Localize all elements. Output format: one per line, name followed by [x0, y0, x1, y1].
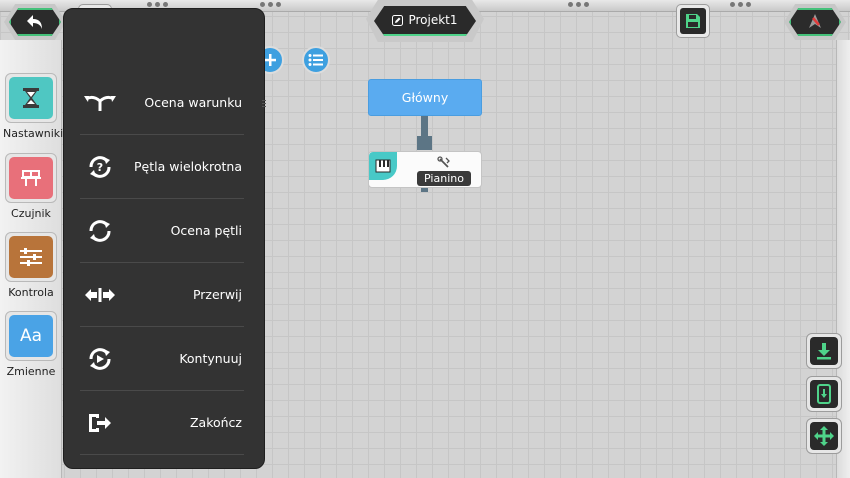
svg-text:?: ?	[97, 161, 103, 174]
right-panel	[836, 40, 850, 478]
main-block-label: Główny	[401, 90, 449, 105]
upload-to-robot-button[interactable]	[784, 4, 846, 40]
frame-dots	[147, 2, 168, 7]
text-aa-icon: Aa	[9, 315, 53, 357]
menu-item-przerwij[interactable]: Przerwij	[80, 263, 244, 327]
block-connector	[421, 116, 428, 138]
menu-item-label: Pętla wielokrotna	[134, 159, 242, 174]
sensor-icon	[9, 157, 53, 199]
settings-wrench-icon	[437, 156, 450, 168]
menu-item-zakoncz[interactable]: Zakończ	[80, 391, 244, 455]
category-kontrola[interactable]: Kontrola	[3, 232, 59, 299]
menu-item-label: Ocena pętli	[170, 223, 242, 238]
menu-item-petla-wielokrotna[interactable]: ? Pętla wielokrotna	[80, 135, 244, 199]
category-nastawniki[interactable]: Nastawniki	[3, 73, 64, 140]
back-button[interactable]	[4, 4, 66, 40]
menu-item-label: Kontynuuj	[179, 351, 242, 366]
frame-dots	[730, 2, 751, 7]
menu-item-kontynuuj[interactable]: Kontynuuj	[80, 327, 244, 391]
menu-item-label: Zakończ	[189, 415, 242, 430]
device-transfer-icon	[817, 384, 831, 404]
move-canvas-button[interactable]	[806, 418, 842, 454]
project-title: Projekt1	[408, 13, 458, 27]
loop-question-icon: ?	[89, 155, 111, 178]
category-label: Nastawniki	[3, 127, 64, 140]
save-icon	[686, 14, 700, 28]
category-label: Czujnik	[11, 207, 51, 220]
category-czujnik[interactable]: Czujnik	[3, 153, 59, 220]
move-arrows-icon	[814, 426, 834, 446]
menu-item-ocena-warunku[interactable]: Ocena warunku	[80, 71, 244, 135]
piano-block-label: Pianino	[417, 171, 471, 186]
category-label: Zmienne	[6, 365, 56, 378]
edit-icon	[392, 14, 404, 26]
hourglass-icon	[9, 77, 53, 119]
piano-block[interactable]: Pianino	[368, 151, 482, 188]
menu-item-label: Przerwij	[192, 287, 242, 302]
main-block[interactable]: Główny	[368, 79, 482, 116]
control-blocks-menu: Ocena warunku ? Pętla wielokrotna Ocena …	[63, 8, 265, 469]
text-aa-glyph: Aa	[19, 326, 43, 346]
project-title-badge[interactable]: Projekt1	[366, 0, 484, 42]
download-button[interactable]	[806, 333, 842, 369]
menu-item-ocena-petli[interactable]: Ocena pętli	[80, 199, 244, 263]
loop-icon	[89, 219, 111, 242]
break-icon	[85, 287, 115, 302]
block-connector-joint	[417, 136, 432, 150]
piano-icon	[369, 152, 397, 180]
category-label: Kontrola	[8, 286, 54, 299]
download-icon	[817, 343, 831, 360]
robot-upload-icon	[809, 14, 821, 28]
plus-icon	[264, 54, 276, 66]
branch-icon	[84, 95, 116, 111]
category-zmienne[interactable]: Aa Zmienne	[3, 311, 59, 378]
frame-dots	[260, 2, 281, 7]
menu-item-label: Ocena warunku	[144, 95, 242, 110]
device-transfer-button[interactable]	[806, 376, 842, 412]
save-button[interactable]	[676, 4, 710, 38]
list-icon	[308, 54, 323, 66]
menu-resize-handle[interactable]	[261, 96, 267, 110]
back-arrow-icon	[27, 15, 42, 29]
exit-icon	[89, 413, 111, 432]
list-view-button[interactable]	[302, 46, 330, 74]
block-connector-tail	[421, 188, 428, 192]
frame-dots	[568, 2, 589, 7]
sliders-icon	[9, 236, 53, 278]
continue-icon	[89, 347, 111, 370]
